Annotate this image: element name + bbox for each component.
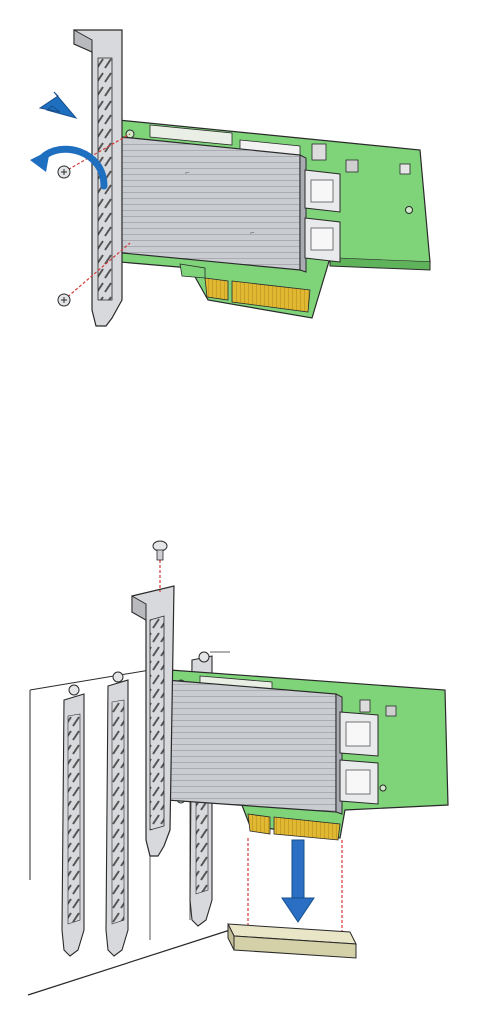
pcie-slot: [228, 924, 356, 958]
card-bracket: [132, 586, 174, 856]
neighbor-bracket: [62, 685, 84, 956]
mounting-hole: [406, 207, 413, 214]
component: [346, 160, 358, 172]
insertion-arrow: [282, 840, 314, 922]
heatsink: [166, 680, 342, 814]
mini-sas-connector: [340, 712, 378, 756]
neighbor-bracket: [106, 672, 128, 956]
figure-card-installation: [28, 541, 448, 995]
heatsink-mark: ⌐: [250, 230, 255, 237]
heatsink: ⌐ ⌐: [112, 136, 306, 272]
lift-arrow: [40, 92, 76, 118]
figure-bracket-removal: ⌐ ⌐: [30, 30, 430, 326]
bracket-screw: [58, 294, 70, 306]
chassis-floor: [28, 930, 230, 995]
retention-screw: [153, 541, 167, 560]
mini-sas-connector: [340, 760, 378, 804]
heatsink-mark: ⌐: [185, 170, 190, 177]
mounting-hole: [380, 785, 386, 791]
pcie-edge-connector: [205, 278, 228, 300]
component: [360, 700, 370, 712]
mounting-bracket: [74, 30, 122, 326]
mini-sas-connector: [305, 218, 340, 262]
pcie-edge-connector: [248, 814, 270, 834]
component: [312, 144, 326, 160]
component: [386, 706, 396, 716]
bracket-screw: [58, 166, 70, 178]
component: [400, 164, 410, 174]
mini-sas-connector: [305, 170, 340, 212]
